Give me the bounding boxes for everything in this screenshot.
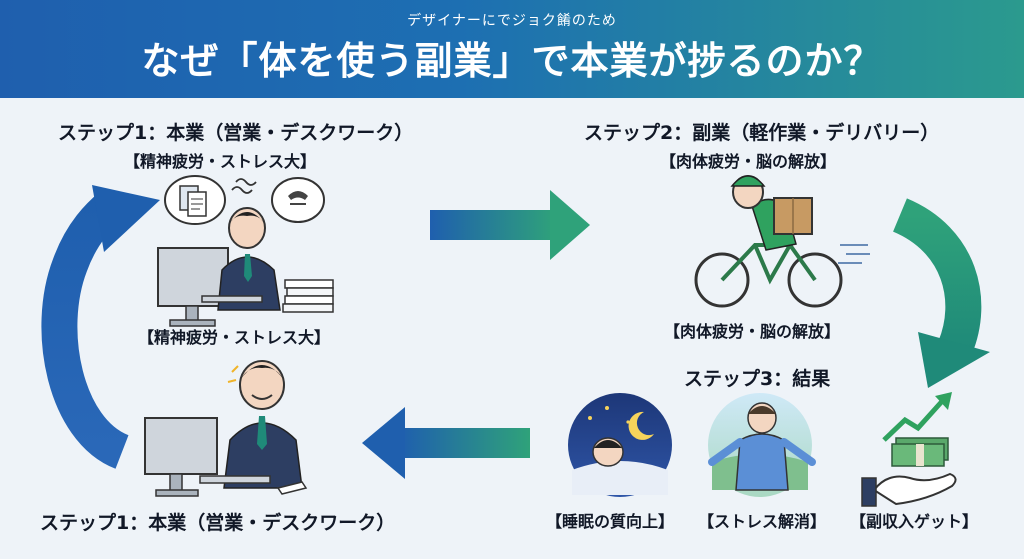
result-sleep-label: 【睡眠の質向上】 — [546, 512, 675, 531]
step3-heading: ステップ3：結果 — [684, 368, 831, 390]
result-income-label: 【副収入ゲット】 — [850, 512, 979, 531]
page-title: なぜ「体を使う副業」で本業が捗るのか？ — [141, 39, 883, 83]
happy-worker-illustration — [144, 360, 308, 497]
step1-bottom-heading: ステップ1：本業（営業・デスクワーク） — [40, 512, 396, 534]
flow-arrow-bottom-icon — [362, 407, 530, 479]
header-subtitle: デザイナーにでジョク餚のため — [407, 13, 617, 29]
cycle-arrow-right-icon — [892, 198, 990, 388]
step2-subheading: 【肉体疲労・脳の解放】 — [660, 152, 837, 171]
document-icon — [179, 185, 207, 217]
step1-top-caption: 【精神疲労・ストレス大】 — [138, 328, 331, 347]
result-stress-label: 【ストレス解消】 — [698, 512, 827, 531]
stress-icon — [231, 178, 257, 194]
step1-top-heading: ステップ1：本業（営業・デスクワーク） — [58, 122, 414, 144]
delivery-cyclist-illustration — [694, 175, 870, 308]
cycle-arrow-left-icon — [41, 185, 160, 469]
step1-top-subheading: 【精神疲労・ストレス大】 — [124, 152, 317, 171]
sleep-icon — [568, 393, 672, 497]
stressed-worker-illustration — [157, 175, 334, 327]
step2-heading: ステップ2：副業（軽作業・デリバリー） — [584, 122, 940, 144]
flow-arrow-top-icon — [430, 190, 590, 260]
header-banner: デザイナーにでジョク餚のため なぜ「体を使う副業」で本業が捗るのか？ — [0, 0, 1024, 98]
phone-icon — [288, 191, 308, 205]
money-icon — [861, 392, 957, 507]
step2-caption: 【肉体疲労・脳の解放】 — [664, 322, 841, 341]
relax-icon — [708, 393, 816, 497]
